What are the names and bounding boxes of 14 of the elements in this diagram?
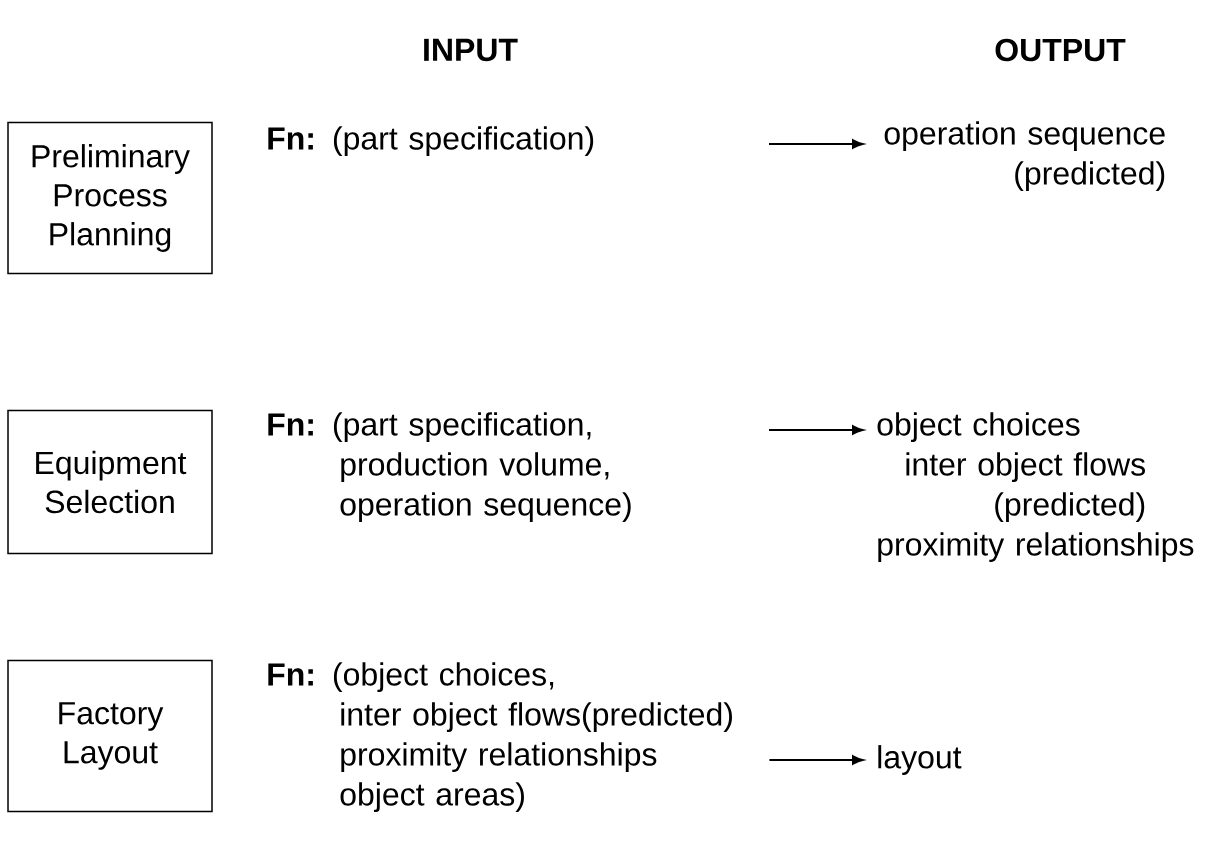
process-box: Equipment Selection: [7, 409, 213, 555]
output-text: operation sequence (predicted): [884, 121, 1165, 191]
column-heading: OUTPUT: [995, 38, 1126, 62]
process-box: Preliminary Process Planning: [7, 121, 213, 275]
process-box: Factory Layout: [7, 659, 213, 813]
input-text: Fn: (object choices, inter object flows(predicted) proximity relationships object areas): [268, 662, 732, 812]
column-heading: INPUT: [424, 38, 518, 62]
input-text: Fn: (part specification): [268, 126, 594, 156]
input-text: Fn: (part specification, production volume, operation sequence): [268, 412, 631, 522]
arrow: [769, 755, 864, 765]
output-text: layout: [878, 745, 962, 775]
arrow: [769, 139, 864, 149]
output-text: object choices inter object flows (predicted) proximity relationships: [877, 412, 1194, 562]
arrow: [769, 425, 864, 435]
